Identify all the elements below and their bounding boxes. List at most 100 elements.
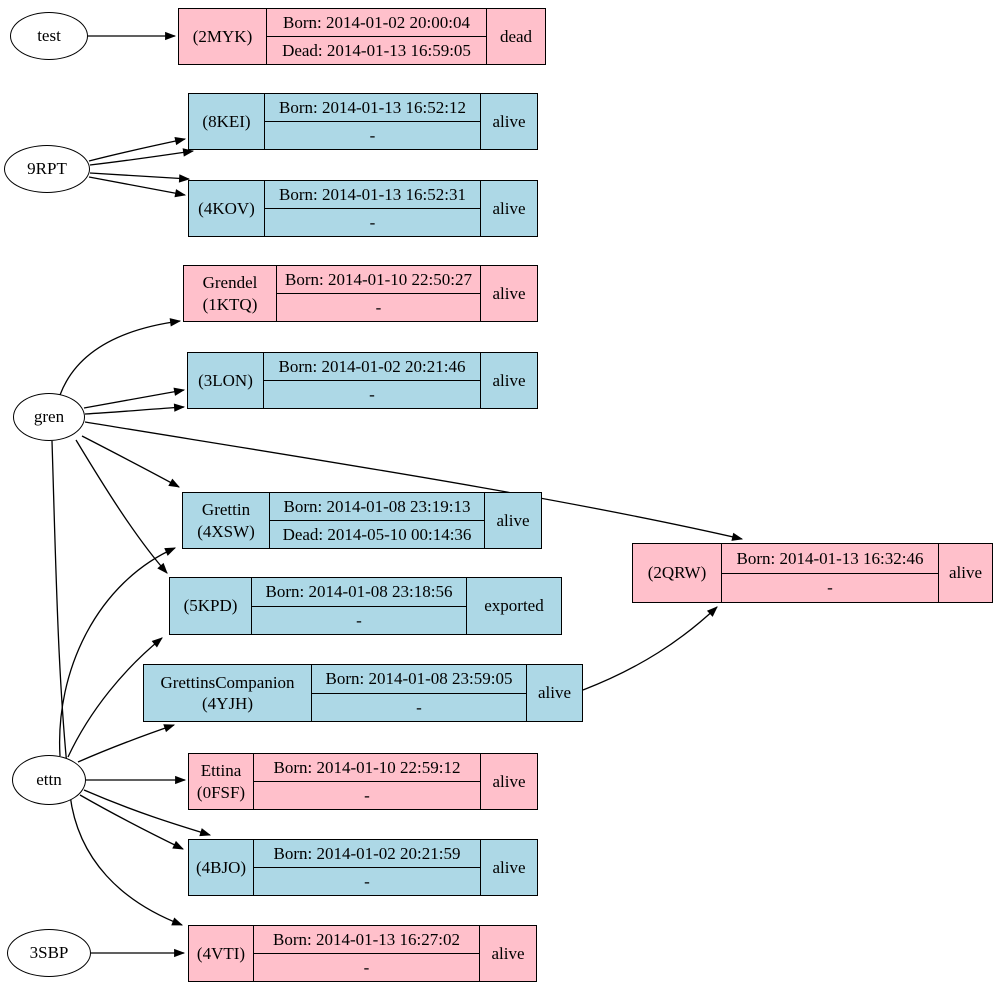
status-cell: exported: [466, 578, 561, 634]
status-cell: alive: [480, 94, 537, 149]
creature-code: (3LON): [198, 370, 253, 390]
genome-node-gren: gren: [13, 393, 85, 441]
born-row: Born: 2014-01-02 20:00:04: [267, 9, 486, 37]
status-cell: alive: [480, 266, 537, 321]
born-row: Born: 2014-01-10 22:59:12: [254, 754, 480, 782]
name-cell: (3LON): [188, 353, 264, 408]
edge-9rpt-8kei-a: [88, 136, 187, 162]
born-row: Born: 2014-01-08 23:59:05: [312, 665, 526, 694]
creature-code: (2MYK): [192, 26, 253, 46]
creature-node-2myk: (2MYK) Born: 2014-01-02 20:00:04 Dead: 2…: [178, 8, 546, 65]
dates-cell: Born: 2014-01-08 23:18:56 -: [252, 578, 466, 634]
creature-node-3lon: (3LON) Born: 2014-01-02 20:21:46 - alive: [187, 352, 538, 409]
name-cell: (2QRW): [633, 544, 722, 602]
name-cell: (5KPD): [170, 578, 252, 634]
dates-cell: Born: 2014-01-02 20:21:59 -: [254, 840, 480, 895]
creature-name: Grettin: [201, 500, 251, 520]
name-cell: (8KEI): [189, 94, 265, 149]
name-cell: (4KOV): [189, 181, 265, 236]
dates-cell: Born: 2014-01-10 22:59:12 -: [254, 754, 480, 809]
genome-label: gren: [33, 407, 65, 426]
creature-code: (2QRW): [647, 563, 707, 583]
dates-cell: Born: 2014-01-13 16:27:02 -: [254, 926, 479, 981]
creature-node-4bjo: (4BJO) Born: 2014-01-02 20:21:59 - alive: [188, 839, 538, 896]
edge-ettn-5kpd: [67, 637, 163, 758]
creature-code: (0FSF): [196, 782, 246, 802]
genome-label: 3SBP: [29, 943, 69, 962]
dead-row: -: [375, 298, 382, 317]
creature-code: (1KTQ): [202, 294, 258, 314]
edge-gren-2qrw: [84, 421, 744, 541]
creature-code: (4KOV): [198, 198, 255, 218]
creature-node-0fsf: Ettina (0FSF) Born: 2014-01-10 22:59:12 …: [188, 753, 538, 810]
name-cell: Grettin (4XSW): [183, 493, 270, 548]
status-cell: alive: [480, 840, 537, 895]
status-cell: dead: [486, 9, 545, 64]
born-row: Born: 2014-01-13 16:52:31: [265, 181, 480, 209]
creature-node-5kpd: (5KPD) Born: 2014-01-08 23:18:56 - expor…: [169, 577, 562, 635]
dead-row: -: [416, 697, 422, 717]
dead-row: -: [827, 578, 833, 598]
dead-row: -: [356, 610, 362, 630]
creature-code: (4YJH): [202, 694, 253, 713]
genome-node-9rpt: 9RPT: [4, 145, 90, 193]
name-cell: (2MYK): [179, 9, 267, 64]
creature-name: GrettinsCompanion: [160, 672, 295, 692]
dates-cell: Born: 2014-01-02 20:00:04 Dead: 2014-01-…: [267, 9, 486, 64]
dates-cell: Born: 2014-01-13 16:32:46 -: [722, 544, 938, 602]
edge-gren-4xsw: [81, 435, 180, 488]
status-cell: alive: [938, 544, 992, 602]
edge-ettn-4yjh: [77, 724, 176, 763]
dates-cell: Born: 2014-01-02 20:21:46 -: [264, 353, 480, 408]
genome-node-test: test: [10, 12, 88, 60]
genome-label: test: [37, 26, 61, 45]
dates-cell: Born: 2014-01-08 23:59:05 -: [312, 665, 526, 721]
status-cell: alive: [480, 754, 537, 809]
creature-node-8kei: (8KEI) Born: 2014-01-13 16:52:12 - alive: [188, 93, 538, 150]
born-row: Born: 2014-01-10 22:50:27: [277, 266, 480, 294]
born-row: Born: 2014-01-13 16:32:46: [722, 544, 938, 574]
edge-ettn-4xsw: [58, 547, 177, 757]
born-row: Born: 2014-01-02 20:21:46: [264, 353, 480, 381]
edge-gren-5kpd: [75, 439, 168, 574]
dead-row: -: [364, 872, 370, 891]
creature-name: Grendel: [202, 273, 258, 293]
name-cell: Ettina (0FSF): [189, 754, 254, 809]
born-row: Born: 2014-01-13 16:52:12: [265, 94, 480, 122]
dead-row: Dead: 2014-05-10 00:14:36: [282, 525, 472, 544]
edge-9rpt-4kov-a: [89, 172, 191, 183]
dates-cell: Born: 2014-01-13 16:52:12 -: [265, 94, 480, 149]
genome-label: 9RPT: [27, 159, 67, 178]
status-cell: alive: [484, 493, 541, 548]
creature-code: (4BJO): [195, 857, 247, 877]
edge-9rpt-8kei-b: [89, 148, 195, 166]
edge-ettn-4bjo-b: [79, 794, 184, 850]
creature-node-4vti: (4VTI) Born: 2014-01-13 16:27:02 - alive: [188, 925, 537, 982]
edge-gren-3lon-b: [84, 403, 186, 415]
edge-4yjh-2qrw: [582, 606, 718, 691]
born-row: Born: 2014-01-13 16:27:02: [254, 926, 479, 954]
creature-name: Ettina: [200, 761, 242, 781]
creature-node-4kov: (4KOV) Born: 2014-01-13 16:52:31 - alive: [188, 180, 538, 237]
edge-gren-3lon-a: [83, 387, 186, 409]
status-cell: alive: [526, 665, 582, 721]
creature-node-4xsw: Grettin (4XSW) Born: 2014-01-08 23:19:13…: [182, 492, 542, 549]
creature-code: (8KEI): [202, 111, 251, 131]
creature-node-1ktq: Grendel (1KTQ) Born: 2014-01-10 22:50:27…: [183, 265, 538, 322]
dates-cell: Born: 2014-01-10 22:50:27 -: [277, 266, 480, 321]
dates-cell: Born: 2014-01-08 23:19:13 Dead: 2014-05-…: [270, 493, 484, 548]
creature-node-4yjh: GrettinsCompanion (4YJH) Born: 2014-01-0…: [143, 664, 583, 722]
creature-code: (5KPD): [183, 596, 238, 616]
edge-ettn-4bjo-a: [83, 789, 212, 837]
dead-row: -: [369, 126, 376, 145]
genome-node-3sbp: 3SBP: [7, 929, 91, 977]
born-row: Born: 2014-01-08 23:19:13: [270, 493, 484, 521]
born-row: Born: 2014-01-02 20:21:59: [254, 840, 480, 868]
dead-row: -: [364, 786, 370, 805]
dead-row: Dead: 2014-01-13 16:59:05: [282, 41, 471, 60]
creature-code: (4VTI): [196, 943, 246, 963]
name-cell: (4BJO): [189, 840, 254, 895]
status-cell: alive: [480, 181, 537, 236]
